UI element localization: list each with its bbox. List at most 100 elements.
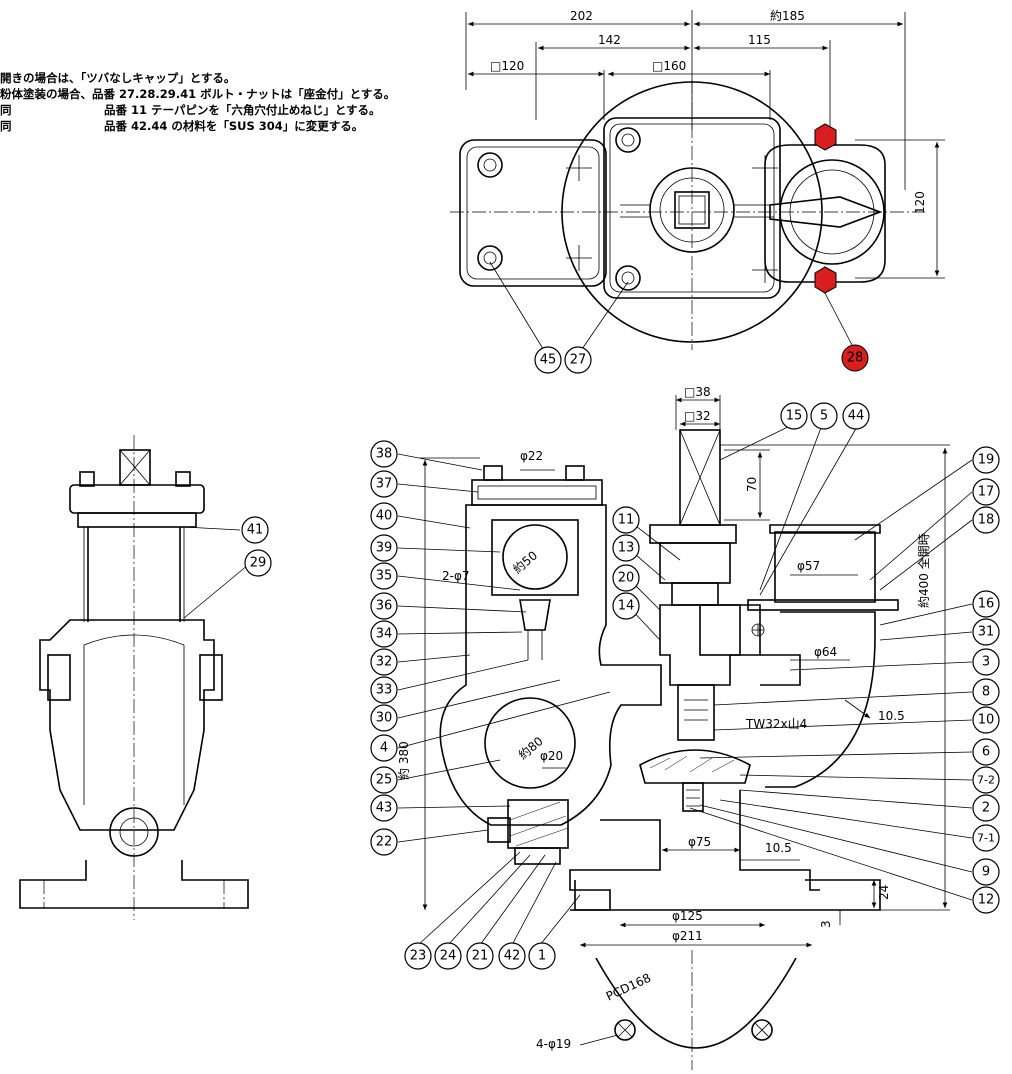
part-label: 40 (370, 502, 398, 530)
svg-text:27: 27 (570, 353, 587, 368)
dim-pcd: PCD168 (604, 971, 653, 1004)
note-row: 同品番 11 テーパピンを「六角穴付止めねじ」とする。 (0, 102, 395, 118)
part-label: 24 (434, 942, 462, 970)
part-label: 39 (370, 534, 398, 562)
svg-text:19: 19 (978, 453, 995, 468)
part-label: 38 (370, 440, 398, 468)
part-label: 11 (612, 506, 640, 534)
part-label: 34 (370, 620, 398, 648)
bolt-icon (477, 152, 503, 178)
part-label: 5 (810, 402, 838, 430)
dim-phi50: 約50 (510, 548, 541, 577)
part-label: 20 (612, 564, 640, 592)
part-label: 13 (612, 534, 640, 562)
note-key: 同 (0, 103, 12, 117)
svg-text:38: 38 (376, 447, 393, 462)
part-label: 16 (972, 590, 1000, 618)
side-view: 41 29 (19, 435, 272, 920)
dim-2phi7: 2-φ7 (442, 569, 470, 583)
dim-sq32: □32 (684, 409, 711, 423)
part-label: 25 (370, 766, 398, 794)
bolt-hole-icon (614, 1019, 636, 1041)
svg-text:43: 43 (376, 801, 393, 816)
svg-text:10: 10 (978, 713, 995, 728)
part-label: 8 (972, 678, 1000, 706)
svg-text:12: 12 (978, 893, 995, 908)
bolt-icon (615, 127, 641, 153)
svg-text:25: 25 (376, 773, 393, 788)
svg-text:40: 40 (376, 509, 393, 524)
part-label: 21 (466, 942, 494, 970)
svg-text:30: 30 (376, 711, 393, 726)
dim-142: 142 (598, 33, 621, 47)
part-label: 19 (972, 446, 1000, 474)
part-label: 32 (370, 648, 398, 676)
svg-text:2: 2 (982, 801, 990, 816)
part-label: 7-2 (972, 766, 1000, 794)
dim-thread: TW32x山4 (745, 717, 807, 731)
dim-sq38: □38 (684, 385, 711, 399)
svg-text:16: 16 (978, 597, 995, 612)
svg-text:41: 41 (247, 523, 264, 538)
dim-phi75: φ75 (688, 835, 711, 849)
svg-text:9: 9 (982, 865, 990, 880)
bolt-icon (483, 465, 585, 481)
svg-text:21: 21 (472, 949, 489, 964)
svg-text:20: 20 (618, 571, 635, 586)
svg-text:45: 45 (540, 353, 557, 368)
dim-phi64: φ64 (814, 645, 837, 659)
part-label: 1 (528, 942, 556, 970)
svg-text:14: 14 (618, 599, 635, 614)
part-label: 27 (564, 346, 592, 374)
part-label: 14 (612, 592, 640, 620)
bolt-icon (477, 245, 503, 271)
dim-400: 約400 全開時 (916, 533, 931, 608)
dim-202: 202 (570, 9, 593, 23)
part-label: 15 (780, 402, 808, 430)
part-label: 35 (370, 562, 398, 590)
svg-text:35: 35 (376, 569, 393, 584)
note-key: 同 (0, 119, 12, 133)
svg-text:37: 37 (376, 477, 393, 492)
dim-phi20: φ20 (540, 749, 563, 763)
part-label: 17 (972, 478, 1000, 506)
dim-70: 70 (745, 477, 759, 492)
svg-text:33: 33 (376, 683, 393, 698)
part-label: 43 (370, 794, 398, 822)
svg-text:3: 3 (982, 655, 990, 670)
dim-185: 約185 (770, 8, 805, 23)
dim-sq160: □160 (652, 59, 686, 73)
note-row: 同品番 42.44 の材料を「SUS 304」に変更する。 (0, 118, 395, 134)
part-label: 36 (370, 592, 398, 620)
part-label-highlight: 28 (841, 344, 869, 372)
note-text: 開きの場合は、「ツバなしキャップ」とする。 (0, 71, 236, 85)
svg-text:4: 4 (380, 741, 388, 756)
note-row: 開きの場合は、「ツバなしキャップ」とする。 (0, 70, 395, 86)
dim-10-5a: 10.5 (878, 709, 905, 723)
dim-24: 24 (877, 885, 891, 900)
notes-block: 開きの場合は、「ツバなしキャップ」とする。 粉体塗装の場合、品番 27.28.2… (0, 70, 395, 134)
svg-text:22: 22 (376, 835, 393, 850)
svg-text:31: 31 (978, 625, 995, 640)
top-view: 202 約185 142 115 □120 □160 (450, 8, 945, 374)
dim-phi211: φ211 (672, 929, 703, 943)
svg-text:17: 17 (978, 485, 995, 500)
svg-text:6: 6 (982, 745, 990, 760)
svg-text:36: 36 (376, 599, 393, 614)
svg-text:34: 34 (376, 627, 393, 642)
dim-phi22: φ22 (520, 449, 543, 463)
part-label: 45 (534, 346, 562, 374)
part-label: 22 (370, 828, 398, 856)
part-label: 12 (972, 886, 1000, 914)
note-text: 粉体塗装の場合、品番 27.28.29.41 ボルト・ナットは「座金付」とする。 (0, 87, 396, 101)
dim-115: 115 (748, 33, 771, 47)
svg-text:42: 42 (504, 949, 521, 964)
svg-text:18: 18 (978, 513, 995, 528)
dim-10-5b: 10.5 (765, 841, 792, 855)
svg-text:5: 5 (820, 409, 828, 424)
dim-120: 120 (913, 191, 927, 214)
svg-text:23: 23 (410, 949, 427, 964)
svg-text:1: 1 (538, 949, 546, 964)
dim-holes: 4-φ19 (536, 1037, 571, 1051)
